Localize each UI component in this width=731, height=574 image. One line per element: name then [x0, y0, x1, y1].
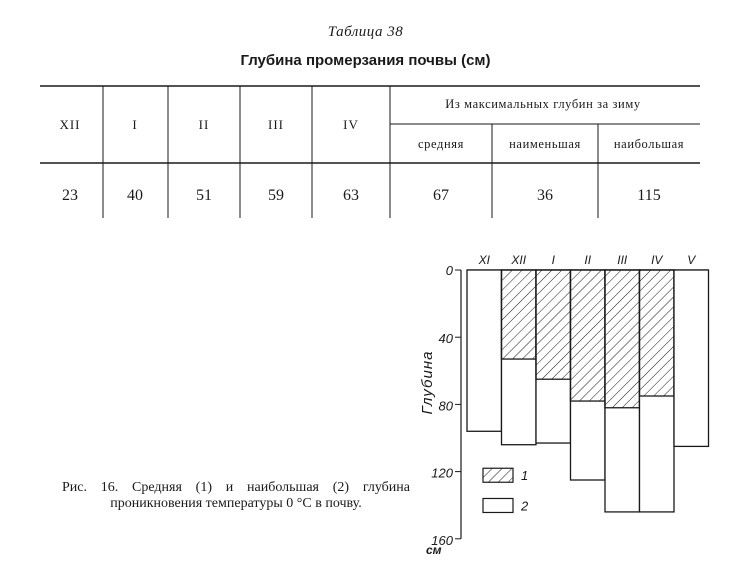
value-cell: 63 [343, 187, 359, 204]
table-number: Таблица 38 [327, 24, 404, 40]
table-title: Глубина промерзания почвы (см) [240, 52, 491, 69]
x-category-label: XII [510, 253, 526, 267]
header-cell: IV [343, 117, 359, 132]
x-category-label: IV [651, 253, 663, 267]
legend-swatch-empty [482, 497, 514, 514]
value-cell: 51 [196, 187, 212, 204]
value-cell: 67 [433, 187, 449, 204]
value-cell: 23 [62, 187, 78, 204]
y-tick-label: 120 [431, 466, 453, 481]
data-table: XII I II III IV Из максимальных глубин з… [40, 85, 700, 218]
x-category-label: XI [478, 253, 491, 267]
bar-max-depth [673, 269, 710, 448]
header-cell: II [199, 117, 210, 132]
sub-header-cell: средняя [418, 137, 464, 151]
header-cell: I [132, 117, 137, 132]
header-cell: XII [59, 117, 80, 132]
y-tick-label: 80 [439, 398, 454, 413]
bar-avg-depth [500, 269, 537, 360]
y-axis-label: Глубина [419, 351, 436, 415]
sub-header-cell: наименьшая [509, 137, 581, 151]
x-category-label: V [687, 253, 696, 267]
figure-caption: Рис. 16. Средняя (1) и наибольшая (2) гл… [62, 480, 410, 511]
y-unit-label: см [426, 543, 442, 557]
legend-swatch-hatched [482, 467, 514, 483]
y-tick-label: 0 [446, 263, 454, 278]
legend-label: 1 [521, 468, 528, 483]
x-category-label: II [584, 253, 591, 267]
y-tick-label: 40 [439, 331, 454, 346]
value-cell: 115 [637, 187, 660, 204]
bar-max-depth [466, 269, 503, 432]
value-cell: 36 [537, 187, 553, 204]
group-header-cell: Из максимальных глубин за зиму [445, 97, 641, 111]
header-cell: III [268, 117, 284, 132]
bar-avg-depth [638, 269, 675, 397]
sub-header-cell: наибольшая [614, 137, 684, 151]
x-category-label: I [552, 253, 556, 267]
bar-avg-depth [604, 269, 641, 409]
bar-avg-depth [569, 269, 606, 402]
x-category-label: III [617, 253, 628, 267]
y-tick-label: 160 [431, 533, 453, 548]
bar-avg-depth [535, 269, 572, 380]
value-cell: 59 [268, 187, 284, 204]
value-cell: 40 [127, 187, 143, 204]
legend-label: 2 [520, 498, 529, 513]
